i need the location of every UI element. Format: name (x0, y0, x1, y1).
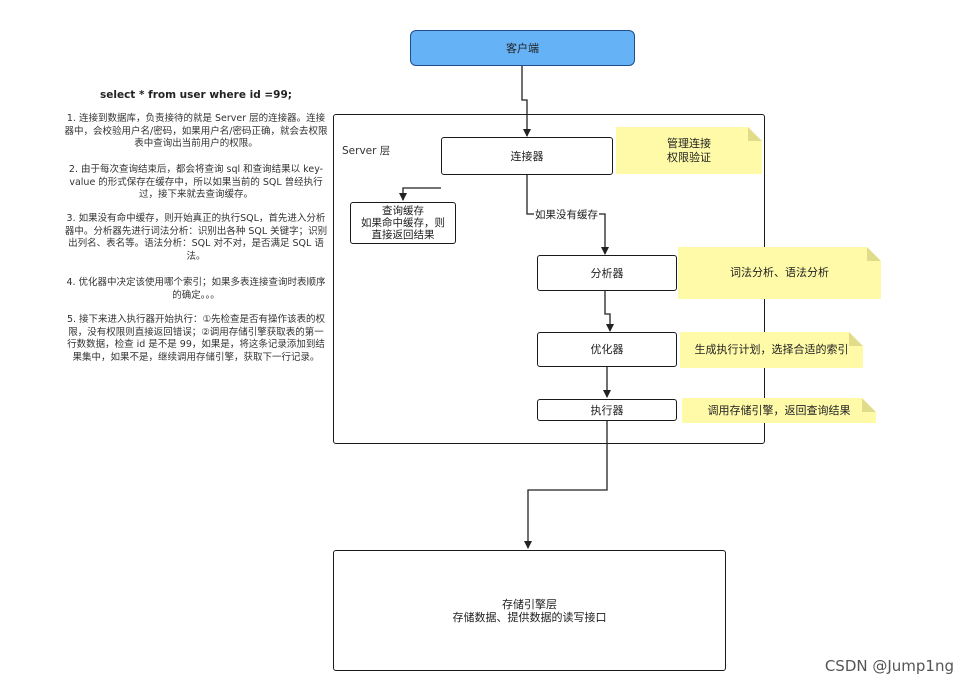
edge-connector-cache (399, 187, 441, 201)
analyzer-box: 分析器 (537, 255, 677, 291)
edge-executor-storage (524, 421, 608, 549)
step-2-text: 2. 由于每次查询结束后，都会将查询 sql 和查询结果以 key-value … (68, 164, 324, 200)
edge-label-no-cache: 如果没有缓存 (534, 207, 599, 222)
step-1-text: 1. 连接到数据库，负责接待的就是 Server 层的连接器。连接器中，会校验用… (64, 113, 328, 149)
connector-box: 连接器 (441, 137, 613, 175)
server-layer-label: Server 层 (342, 145, 391, 157)
storage-engine-box: 存储引擎层 存储数据、提供数据的读写接口 (333, 550, 726, 671)
connector-note: 管理连接 权限验证 (616, 127, 762, 174)
optimizer-label: 优化器 (590, 343, 624, 356)
connector-label: 连接器 (510, 149, 544, 163)
client-box: 客户端 (410, 30, 635, 66)
executor-label: 执行器 (590, 403, 624, 417)
optimizer-note-text: 生成执行计划，选择合适的索引 (694, 343, 849, 356)
optimizer-box: 优化器 (537, 332, 677, 367)
sql-statement: select * from user where id =99; (99, 89, 292, 101)
executor-box: 执行器 (537, 399, 677, 421)
connector-note-line-1: 管理连接 (667, 136, 711, 150)
cache-line-2: 如果命中缓存，则 (361, 217, 445, 229)
step-4-text: 4. 优化器中决定该使用哪个索引；如果多表连接查询时表顺序的确定。。。 (66, 277, 326, 301)
executor-note: 调用存储引擎，返回查询结果 (682, 398, 876, 423)
cache-line-3: 直接返回结果 (371, 229, 435, 241)
cache-line-1: 查询缓存 (382, 205, 424, 217)
step-5-text: 5. 接下来进入执行器开始执行：①先检查是否有操作该表的权限，没有权限则直接返回… (66, 314, 326, 363)
analyzer-label: 分析器 (590, 266, 624, 280)
edge-client-connector (521, 66, 531, 137)
step-3-text: 3. 如果没有命中缓存，则开始真正的执行SQL，首先进入分析器中。分析器先进行词… (64, 213, 328, 262)
optimizer-note: 生成执行计划，选择合适的索引 (680, 332, 863, 368)
watermark: CSDN @Jump1ng (824, 657, 954, 675)
client-label: 客户端 (506, 41, 539, 55)
analyzer-note: 词法分析、语法分析 (678, 247, 881, 299)
edge-analyzer-optimizer (604, 291, 614, 332)
storage-line-1: 存储引擎层 (502, 597, 557, 611)
storage-line-2: 存储数据、提供数据的读写接口 (452, 610, 607, 624)
executor-note-text: 调用存储引擎，返回查询结果 (707, 403, 851, 417)
analyzer-note-text: 词法分析、语法分析 (730, 266, 829, 279)
query-cache-box: 查询缓存 如果命中缓存，则 直接返回结果 (350, 202, 456, 244)
connector-note-line-2: 权限验证 (667, 150, 711, 164)
